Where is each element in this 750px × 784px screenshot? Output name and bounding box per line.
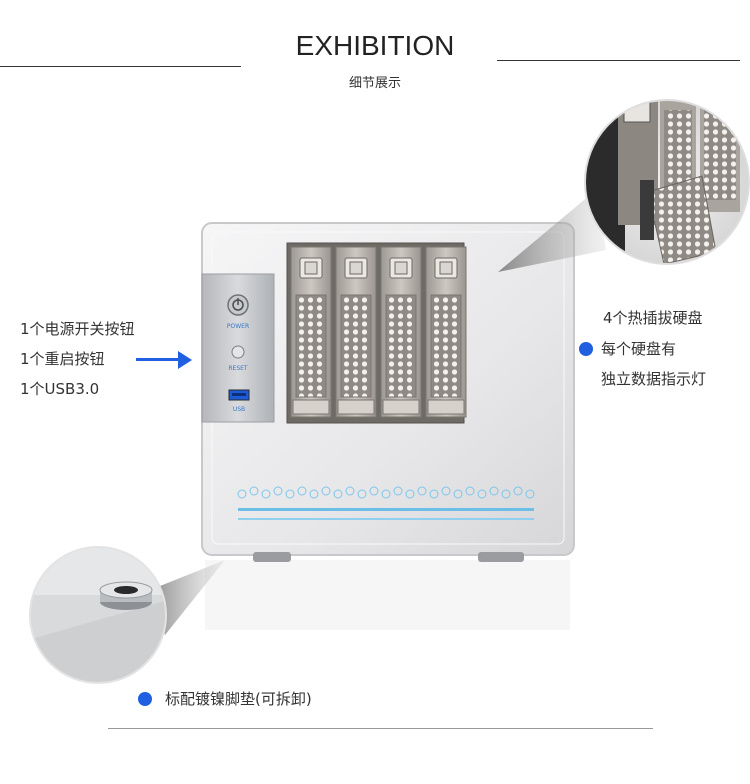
decor-bubbles [237,486,535,499]
zoom-bottom-shadow [150,560,225,635]
label-hot-swap-bays: 4个热插拔硬盘 [603,309,703,327]
decor-stripe-1 [238,508,534,511]
label-power-button: 1个电源开关按钮 [20,320,135,338]
arrow-right-icon [136,351,192,369]
label-nickel-feet: 标配镀镍脚垫(可拆卸) [165,690,312,708]
bullet-dot-icon [579,342,593,356]
label-indicator-line1: 每个硬盘有 [601,340,677,358]
usb-label: USB [233,406,245,413]
bullet-dot-icon [138,692,152,706]
header-rule-right [497,60,740,61]
header-rule-left [0,66,241,67]
zoom-top-circle [585,100,749,264]
drive-tray-1 [290,246,332,418]
reset-label: RESET [228,365,248,372]
page-subtitle: 细节展示 [348,76,401,91]
foot-left [253,552,291,562]
label-reset-button: 1个重启按钮 [20,350,105,368]
label-usb: 1个USB3.0 [20,380,100,398]
drive-tray-4 [425,246,467,418]
page-title: EXHIBITION [295,30,455,61]
foot-right [478,552,524,562]
zoom-top-shadow [498,190,606,272]
power-label: POWER [227,323,249,330]
drive-tray-2 [335,246,377,418]
zoom-bottom-circle [30,547,166,683]
reset-button [231,345,245,359]
footer-rule [108,728,653,729]
label-indicator-line2: 独立数据指示灯 [601,370,707,388]
drive-tray-3 [380,246,422,418]
decor-stripe-2 [238,518,534,520]
